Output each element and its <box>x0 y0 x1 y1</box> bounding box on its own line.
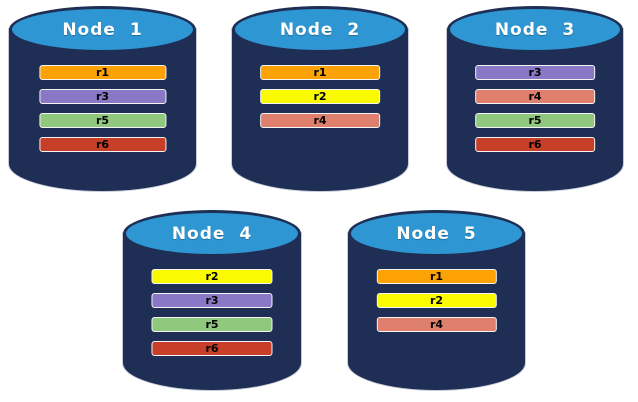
replica-bar-r6: r6 <box>475 137 595 152</box>
replica-bar-r3: r3 <box>151 293 273 308</box>
database-node-4: Node 4 r2 r3 r5 r6 <box>123 210 301 390</box>
cylinder-body <box>348 233 525 390</box>
replica-list: r2 r3 r5 r6 <box>151 269 273 356</box>
database-node-2: Node 2 r1 r2 r4 <box>232 6 408 191</box>
replica-bar-r2: r2 <box>376 293 497 308</box>
cylinder-body <box>123 233 301 390</box>
node-title: Node 1 <box>62 19 143 40</box>
replica-bar-r5: r5 <box>38 113 167 128</box>
replica-bar-r3: r3 <box>38 89 167 104</box>
cylinder-top: Node 2 <box>232 6 408 53</box>
replica-bar-r6: r6 <box>151 341 273 356</box>
database-node-1: Node 1 r1 r3 r5 r6 <box>9 6 196 191</box>
replica-bar-r6: r6 <box>38 137 167 152</box>
node-title: Node 4 <box>171 223 253 244</box>
cylinder-top: Node 3 <box>447 6 623 53</box>
replica-bar-r2: r2 <box>260 89 380 104</box>
replica-bar-r5: r5 <box>151 317 273 332</box>
cylinder-top: Node 5 <box>348 210 525 257</box>
replica-bar-r3: r3 <box>475 65 595 80</box>
replica-list: r3 r4 r5 r6 <box>475 65 595 152</box>
node-title: Node 2 <box>279 19 361 40</box>
node-title: Node 5 <box>396 223 477 244</box>
replica-list: r1 r2 r4 <box>260 65 380 128</box>
replica-bar-r4: r4 <box>260 113 380 128</box>
cylinder-body <box>232 29 408 191</box>
cylinder-body <box>9 29 196 191</box>
replica-list: r1 r2 r4 <box>376 269 497 332</box>
replica-bar-r1: r1 <box>376 269 497 284</box>
replica-list: r1 r3 r5 r6 <box>38 65 167 152</box>
cylinder-top: Node 4 <box>123 210 301 257</box>
database-node-3: Node 3 r3 r4 r5 r6 <box>447 6 623 191</box>
replica-bar-r1: r1 <box>38 65 167 80</box>
database-node-5: Node 5 r1 r2 r4 <box>348 210 525 390</box>
cylinder-body <box>447 29 623 191</box>
replica-bar-r4: r4 <box>376 317 497 332</box>
replica-bar-r4: r4 <box>475 89 595 104</box>
replica-bar-r5: r5 <box>475 113 595 128</box>
node-title: Node 3 <box>494 19 576 40</box>
cylinder-top: Node 1 <box>9 6 196 53</box>
replica-bar-r2: r2 <box>151 269 273 284</box>
replica-bar-r1: r1 <box>260 65 380 80</box>
